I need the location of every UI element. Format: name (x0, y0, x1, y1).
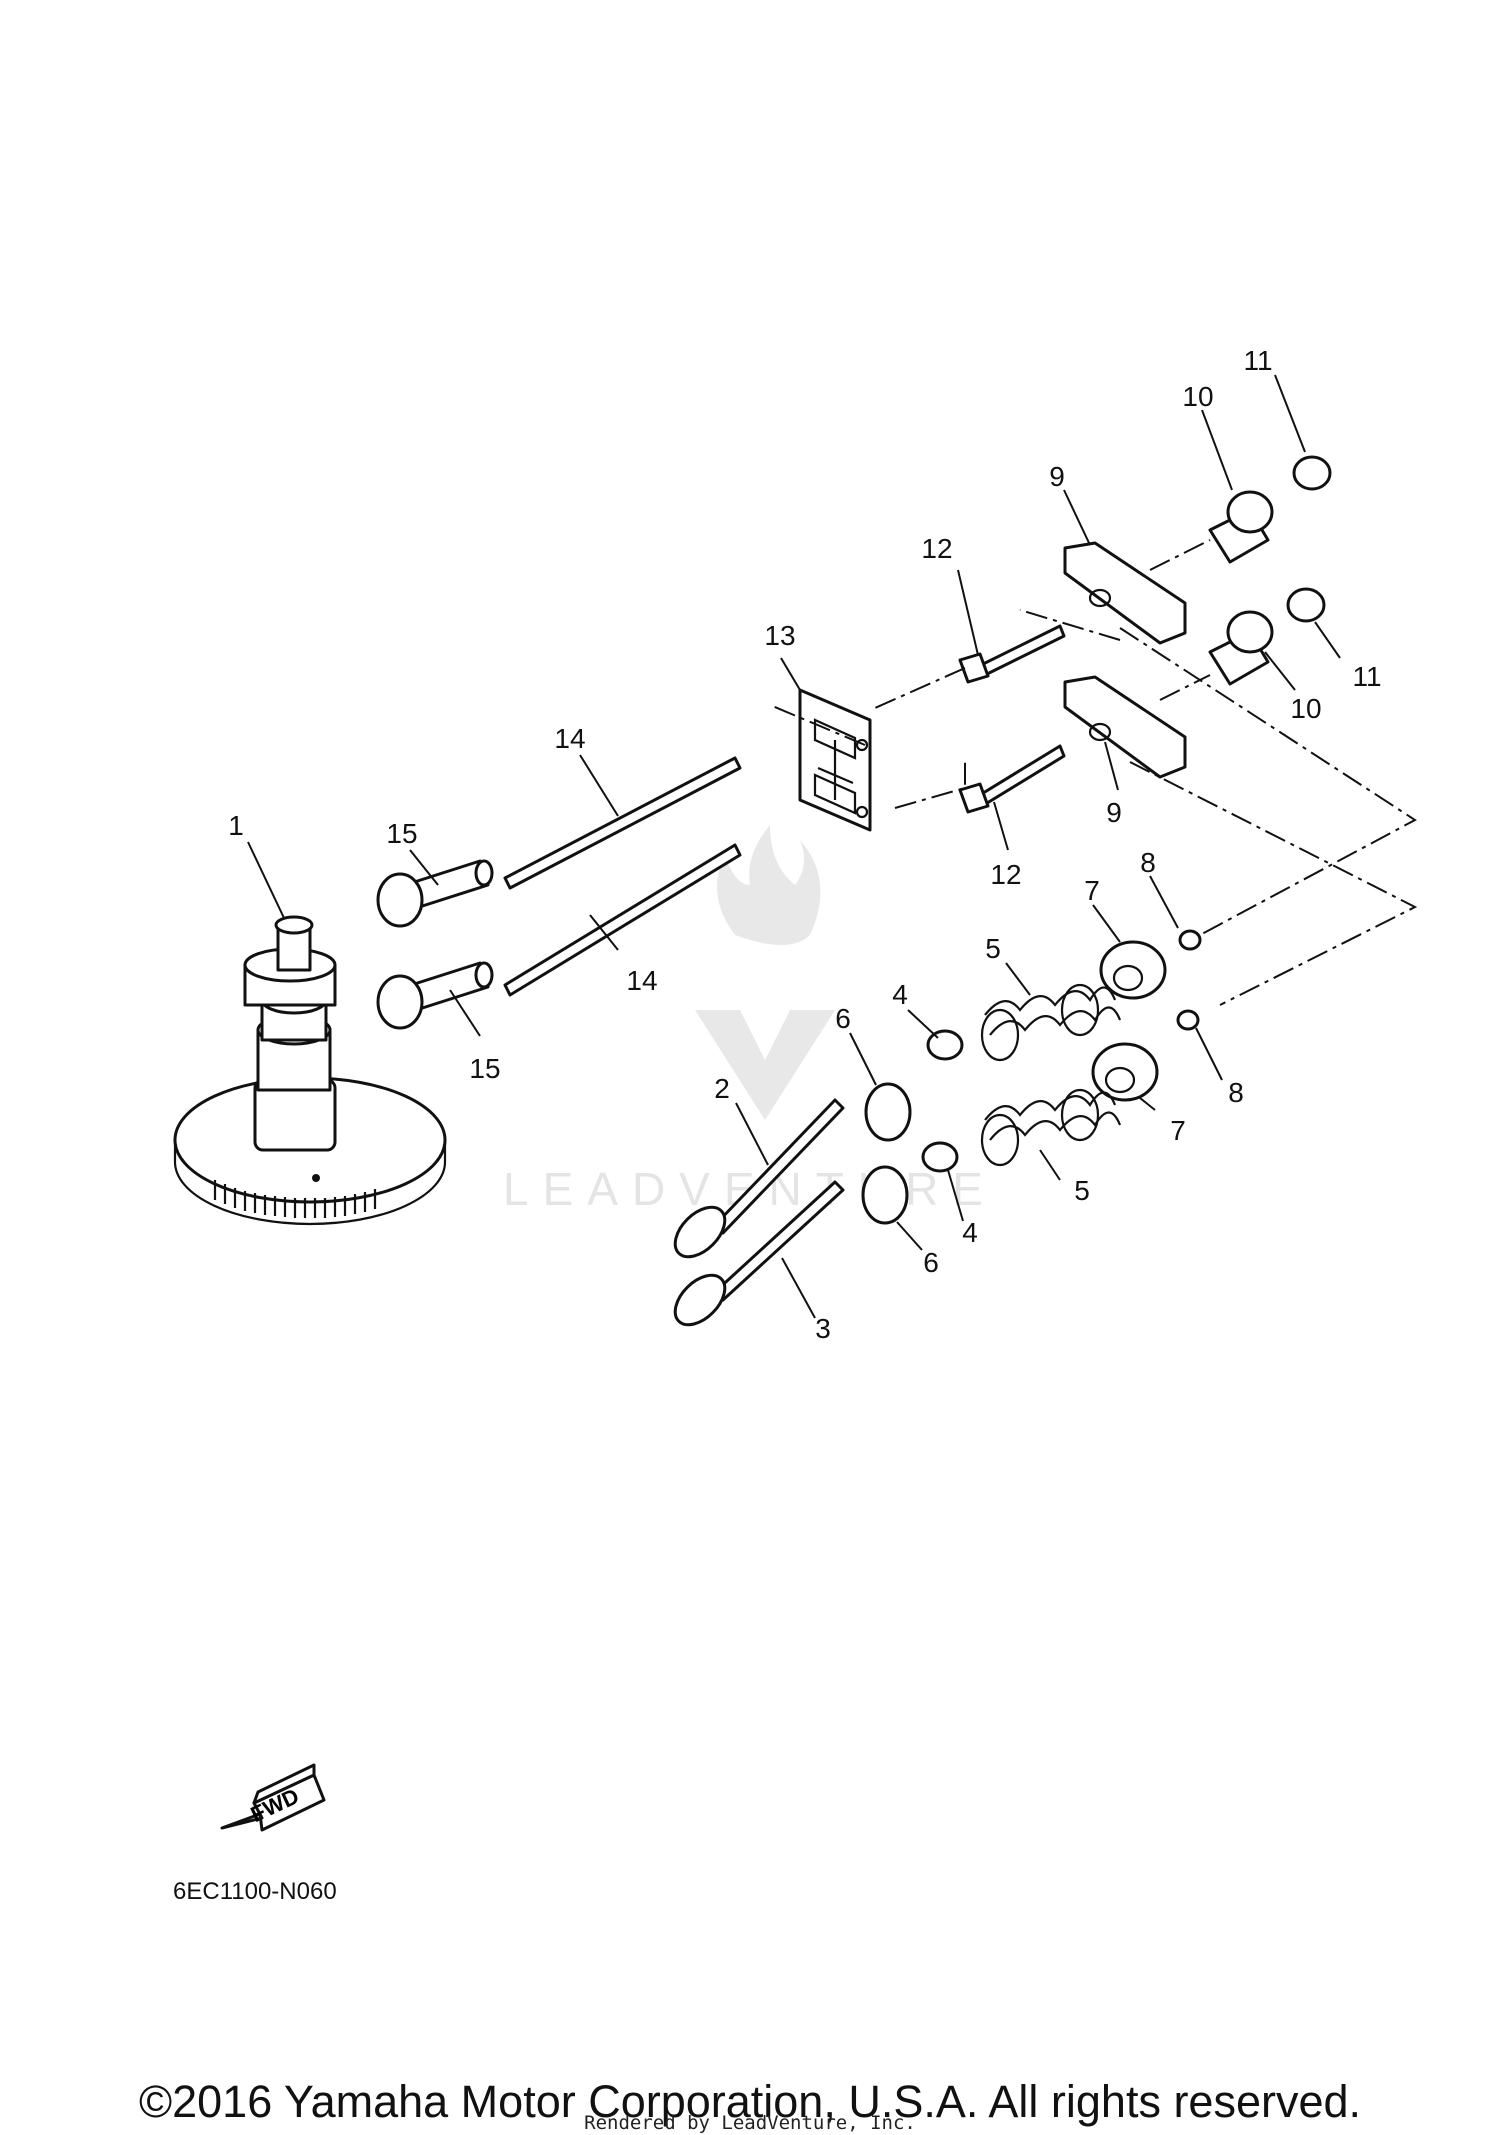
spring-seat-washer-part (861, 1082, 912, 1225)
callout-9-lower: 9 (1106, 797, 1122, 828)
valve-collet-part (1176, 929, 1202, 1031)
leader-lines (247, 374, 1341, 1319)
valve-spring-part (980, 983, 1122, 1167)
rocker-stud-part (958, 624, 1066, 814)
rocker-nut-part (1286, 455, 1332, 623)
callout-5-upper: 5 (985, 933, 1001, 964)
callout-12-lower: 12 (990, 859, 1021, 890)
callout-8-lower: 8 (1228, 1077, 1244, 1108)
rocker-pivot-part (1208, 490, 1274, 686)
forward-arrow: FWD (220, 1763, 326, 1832)
callout-3: 3 (815, 1313, 831, 1344)
render-credit: Rendered by LeadVenture, Inc. (584, 2112, 916, 2134)
callout-9-upper: 9 (1049, 461, 1065, 492)
spring-retainer-part (1091, 940, 1167, 1102)
callout-8-upper: 8 (1140, 847, 1156, 878)
callout-10-upper: 10 (1182, 381, 1213, 412)
callout-labels: 1 2 3 4 4 5 5 6 6 7 7 8 8 9 9 10 10 11 1… (228, 345, 1381, 1344)
callout-7-lower: 7 (1170, 1115, 1186, 1146)
callout-10-lower: 10 (1290, 693, 1321, 724)
rocker-arm-part (1063, 541, 1187, 779)
valve-stem-seal-part (921, 1029, 964, 1173)
callout-6-upper: 6 (835, 1003, 851, 1034)
exhaust-valve-part (673, 1180, 845, 1327)
callout-15-upper: 15 (386, 818, 417, 849)
callout-14-lower: 14 (626, 965, 657, 996)
callout-2: 2 (714, 1073, 730, 1104)
callout-1: 1 (228, 810, 244, 841)
callout-6-lower: 6 (923, 1247, 939, 1278)
push-rod-guide-part (798, 688, 872, 832)
assembly-lines (769, 539, 1418, 1006)
callout-12-upper: 12 (921, 533, 952, 564)
callout-13: 13 (764, 620, 795, 651)
callout-14-upper: 14 (554, 723, 585, 754)
callout-15-lower: 15 (469, 1053, 500, 1084)
callout-4-lower: 4 (962, 1217, 978, 1248)
callout-11-lower: 11 (1352, 661, 1381, 692)
push-rod-part (503, 756, 742, 997)
callout-11-upper: 11 (1243, 345, 1272, 376)
copyright-notice: ©2016 Yamaha Motor Corporation, U.S.A. A… (138, 2076, 1362, 2127)
callout-4-upper: 4 (892, 979, 908, 1010)
camshaft-part (173, 915, 447, 1226)
callout-5-lower: 5 (1074, 1175, 1090, 1206)
intake-valve-part (673, 1098, 845, 1259)
callout-7-upper: 7 (1084, 875, 1100, 906)
valve-lifter-part (376, 859, 494, 1030)
diagram-code: 6EC1100-N060 (173, 1878, 337, 1905)
